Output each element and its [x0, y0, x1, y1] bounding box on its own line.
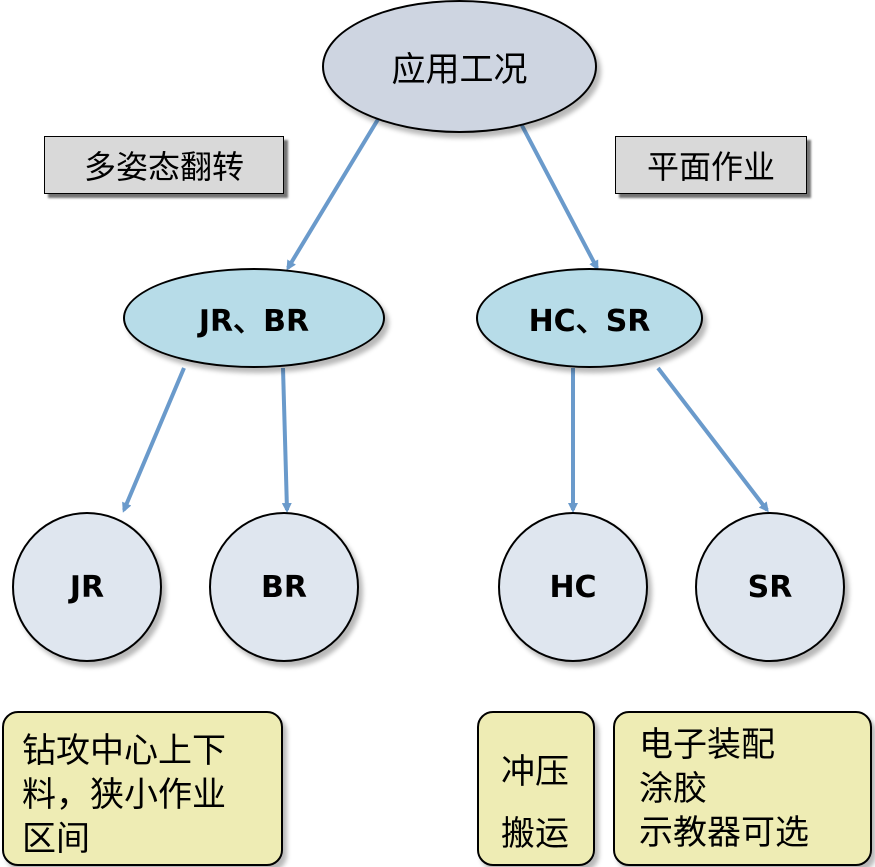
tag-left-label: 多姿态翻转 [83, 148, 244, 186]
note-jr-br-use-cases: 钻攻中心上下 料，狭小作业 区间 [2, 711, 283, 866]
note-left-line: 钻攻中心上下 [22, 731, 226, 771]
arrow-root-to-right-group [516, 117, 599, 271]
group-right-label: HC、SR [528, 304, 651, 339]
note-right-line: 电子装配 [639, 725, 775, 765]
leaf-hc-label: HC [549, 569, 597, 605]
leaf-br-label: BR [261, 569, 307, 605]
tag-planar-operation: 平面作业 [615, 136, 807, 194]
note-hc-use-cases: 冲压 搬运 [477, 711, 595, 866]
leaf-node-hc: HC [498, 512, 648, 662]
leaf-jr-label: JR [69, 569, 105, 605]
group-node-jr-br: JR、BR [123, 268, 385, 368]
note-right-line: 示教器可选 [639, 813, 809, 853]
tag-multi-posture-flip: 多姿态翻转 [44, 136, 284, 194]
arrow-root-to-left-group [286, 114, 382, 271]
arrow-right-group-to-sr [656, 366, 769, 513]
note-mid-line: 冲压 [501, 752, 569, 792]
group-node-hc-sr: HC、SR [476, 268, 703, 368]
note-sr-use-cases: 电子装配 涂胶 示教器可选 [613, 711, 872, 866]
note-left-line: 区间 [22, 819, 90, 859]
tag-right-label: 平面作业 [646, 148, 775, 186]
note-left-line: 料，狭小作业 [22, 775, 226, 815]
leaf-sr-label: SR [747, 569, 793, 605]
arrow-left-group-to-jr [122, 367, 186, 513]
leaf-node-sr: SR [695, 512, 845, 662]
root-node-label: 应用工况 [391, 50, 528, 90]
root-node-application-conditions: 应用工况 [322, 0, 597, 133]
group-left-label: JR、BR [198, 304, 310, 339]
note-mid-line: 搬运 [501, 814, 569, 854]
leaf-node-br: BR [209, 512, 359, 662]
note-right-line: 涂胶 [639, 769, 707, 809]
arrow-left-group-to-br [281, 367, 292, 513]
leaf-node-jr: JR [12, 512, 162, 662]
